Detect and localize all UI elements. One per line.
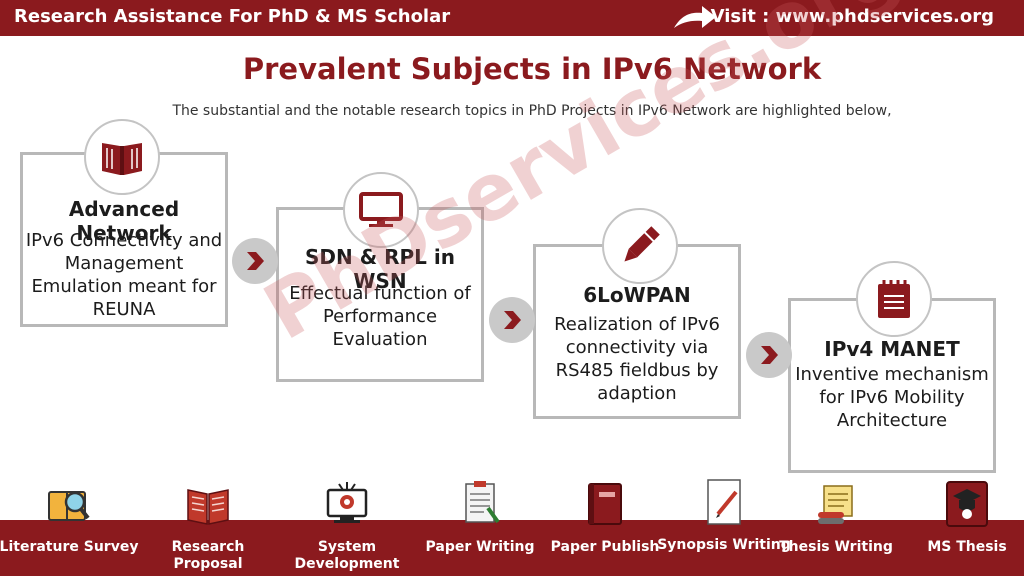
footer-item-label: System Development xyxy=(294,539,400,572)
topic-card-text: Effectual function of Performance Evalua… xyxy=(289,283,471,351)
graduate-icon xyxy=(946,481,988,527)
topic-card-title: SDN & RPL in WSN xyxy=(305,245,455,293)
paper-writing-icon xyxy=(465,481,500,524)
footer-item-label: Thesis Writing xyxy=(779,539,893,555)
footer-item-label: Research Proposal xyxy=(171,539,245,572)
page-title: Prevalent Subjects in IPv6 Network xyxy=(242,52,822,86)
footer-item-label: MS Thesis xyxy=(927,539,1007,555)
arrow-right-icon xyxy=(674,6,716,28)
footer-item-label: Paper Publish xyxy=(550,539,660,555)
bottom-services-bar xyxy=(0,520,1024,576)
header-website-link[interactable]: Visit : www.phdservices.org xyxy=(710,6,994,27)
topic-card-title: IPv4 MANET xyxy=(824,337,960,361)
pencil-icon xyxy=(602,208,678,284)
header-tagline: Research Assistance For PhD & MS Scholar xyxy=(14,6,451,27)
footer-item-label: Paper Writing xyxy=(425,539,535,555)
footer-item-label: Synopsis Writing xyxy=(657,537,791,553)
page-subtitle: The substantial and the notable research… xyxy=(172,103,892,119)
topic-card-text: IPv6 Connectivity and Management Emulati… xyxy=(25,230,223,321)
chevron-right-icon xyxy=(746,332,792,378)
topic-card-sdn-rpl: SDN & RPL in WSN Effectual function of P… xyxy=(276,207,484,382)
magnifier-book-icon xyxy=(48,491,90,521)
topic-card-text: Inventive mechanism for IPv6 Mobility Ar… xyxy=(795,364,989,432)
footer-item-label: Literature Survey xyxy=(0,539,139,555)
chevron-right-icon xyxy=(489,297,535,343)
topic-card-title: 6LoWPAN xyxy=(583,283,691,307)
topic-card-title: Advanced Network xyxy=(68,197,180,245)
monitor-icon xyxy=(343,172,419,248)
computer-icon xyxy=(326,482,368,523)
chevron-right-icon xyxy=(232,238,278,284)
book-icon xyxy=(84,119,160,195)
topic-card-text: Realization of IPv6 connectivity via RS4… xyxy=(554,314,720,405)
paper-pen-icon xyxy=(707,479,741,525)
closed-book-icon xyxy=(588,483,622,525)
notepad-icon xyxy=(856,261,932,337)
top-banner: Research Assistance For PhD & MS Scholar… xyxy=(0,0,1024,36)
scroll-icon xyxy=(818,485,853,524)
open-book-icon xyxy=(187,489,229,525)
